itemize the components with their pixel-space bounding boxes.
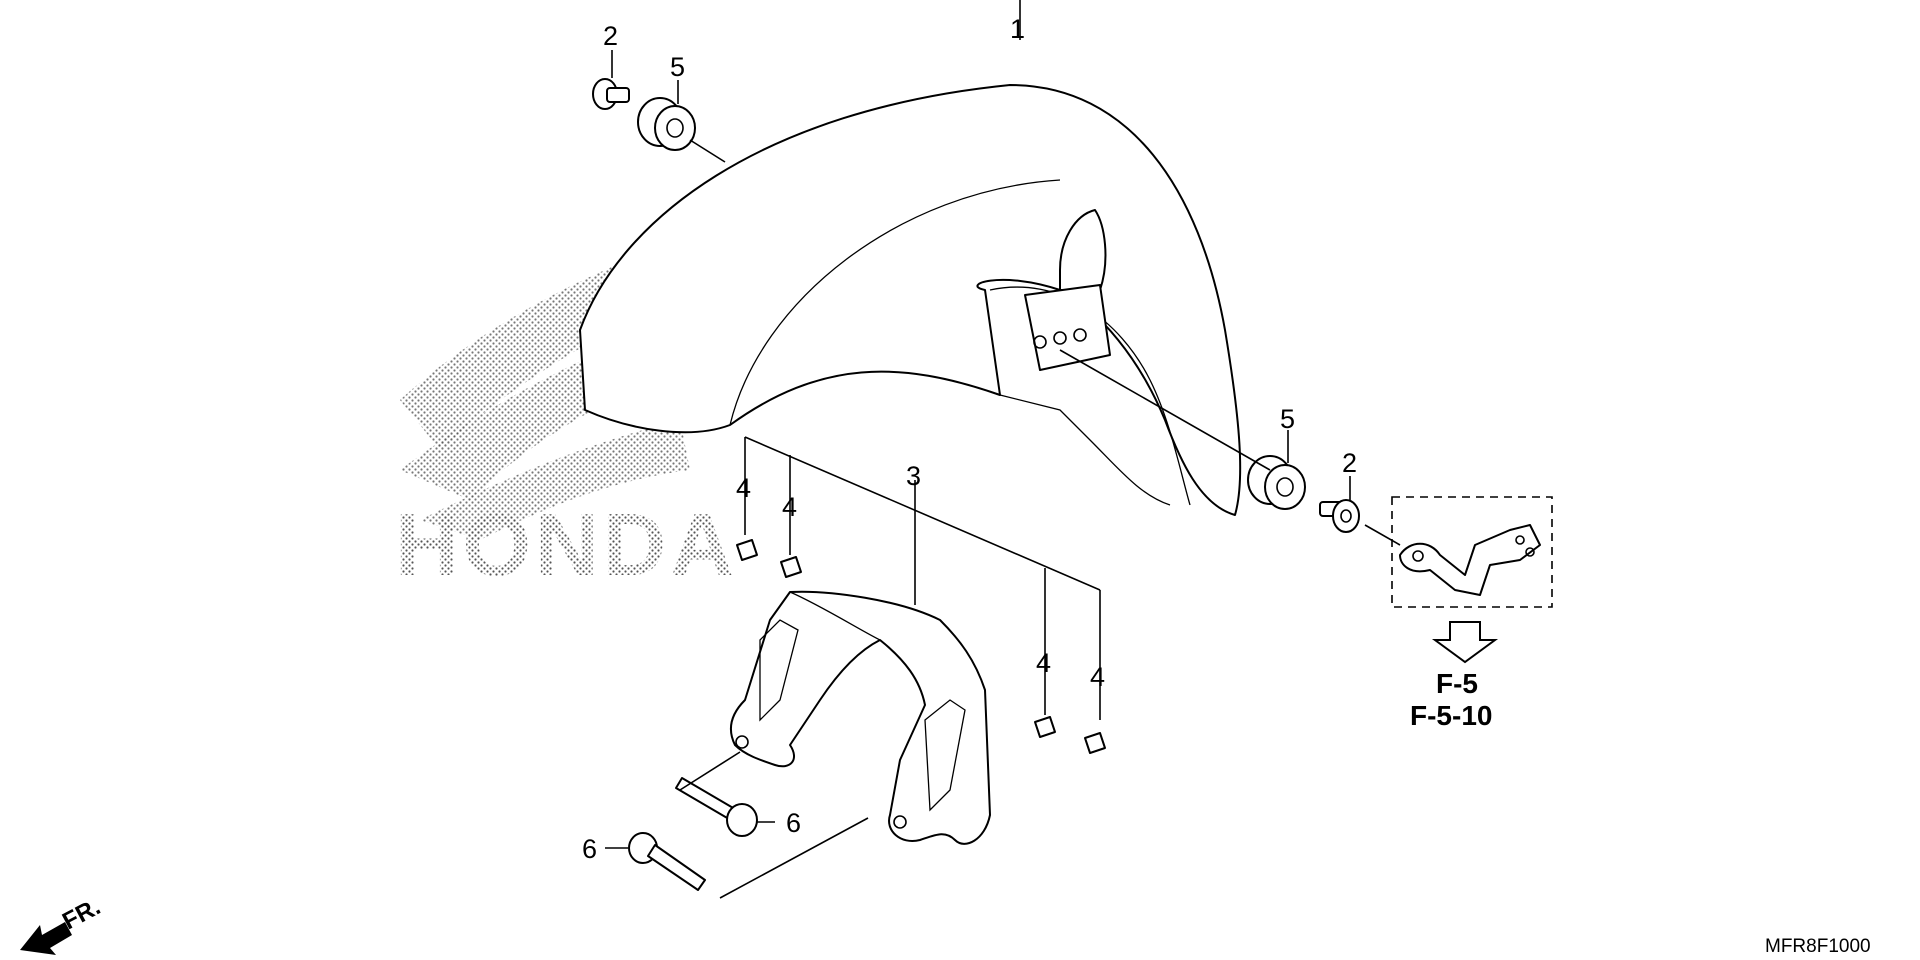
reference-label-primary: F-5 [1436,668,1478,699]
leader-line [689,139,726,163]
front-direction-arrow-icon [20,922,72,955]
callout-part-5-top: 5 [670,52,685,82]
leader-line [1364,524,1401,546]
honda-watermark-text: HONDA [395,495,738,594]
callout-part-6-right: 6 [786,808,801,838]
flange-bolt-left [628,832,706,891]
leader-line [744,436,1101,591]
fender-stay [1024,209,1111,371]
mounting-bracket [1399,524,1541,596]
grommet-top [637,97,696,151]
leader-line [679,751,741,791]
clip-c [1034,716,1056,738]
reference-box [1391,496,1553,608]
callout-part-2-top: 2 [603,21,618,51]
clip-a [736,539,758,561]
leader-line [1059,349,1271,471]
collar-bolt-top [592,78,630,110]
callout-part-4-a: 4 [736,473,751,503]
callout-part-4-b: 4 [782,492,797,522]
diagram-code: MFR8F1000 [1765,936,1871,957]
flange-bolt-right [675,777,758,837]
callout-part-5-right: 5 [1280,404,1295,434]
callout-part-4-c: 4 [1036,648,1051,678]
clip-d [1084,732,1106,754]
front-fender [579,84,1242,516]
reference-label-secondary: F-5-10 [1410,700,1492,731]
fender-brace [729,590,991,845]
callout-part-1: 1 [1010,14,1025,44]
clip-b [780,556,802,578]
callout-part-2-right: 2 [1342,448,1357,478]
callout-part-6-left: 6 [582,834,597,864]
grommet-right [1247,455,1306,510]
leader-line [719,817,869,899]
collar-bolt-right [1319,499,1360,533]
reference-arrow-icon [1431,621,1499,664]
callout-part-4-d: 4 [1090,662,1105,692]
callout-part-3: 3 [906,461,921,491]
